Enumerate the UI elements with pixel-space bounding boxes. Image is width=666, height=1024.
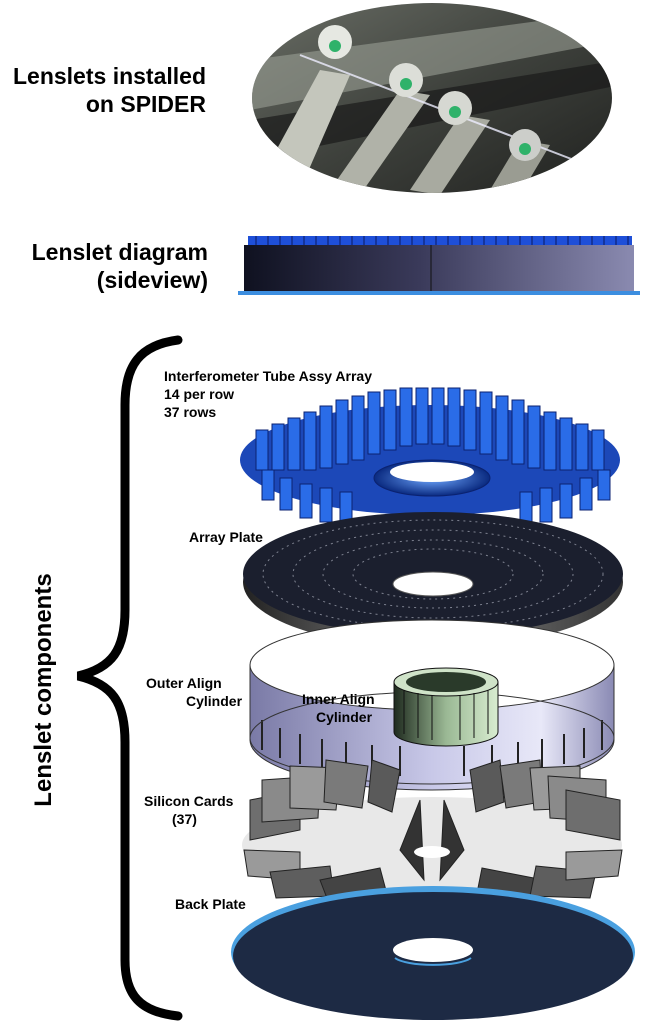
photo-caption-line-2: on SPIDER: [85, 91, 206, 117]
tube-array-rows: 37 rows: [164, 404, 216, 420]
tube-array: [240, 387, 620, 525]
photo-caption-line-1: Lenslets installed: [12, 63, 206, 89]
array-plate-label: Array Plate: [189, 529, 263, 545]
back-plate-label: Back Plate: [175, 896, 246, 912]
inner-align-cylinder: [393, 667, 499, 747]
lenslet-sideview: [238, 236, 640, 295]
photo-caption: Lenslets installed on SPIDER: [0, 62, 206, 118]
array-plate: [243, 512, 623, 648]
back-plate: [231, 886, 635, 1020]
inner-align-label-2: Cylinder: [316, 709, 373, 725]
curly-brace-icon: [76, 335, 183, 1021]
silicon-cards-label-1: Silicon Cards: [144, 793, 234, 809]
diagram-caption-line-1: Lenslet diagram: [31, 239, 208, 265]
inner-align-label-1: Inner Align: [302, 691, 375, 707]
outer-align-label-1: Outer Align: [146, 675, 222, 691]
lenslet-photo: [252, 3, 612, 193]
diagram-caption: Lenslet diagram (sideview): [0, 238, 208, 294]
tube-array-per-row: 14 per row: [164, 386, 234, 402]
tube-array-label: Interferometer Tube Assy Array: [164, 368, 372, 384]
lenslet-photo-lens: [318, 25, 541, 161]
outer-align-label-2: Cylinder: [186, 693, 243, 709]
silicon-cards-label-2: (37): [172, 811, 197, 827]
silicon-cards: [242, 759, 623, 907]
diagram-caption-line-2: (sideview): [96, 267, 208, 293]
